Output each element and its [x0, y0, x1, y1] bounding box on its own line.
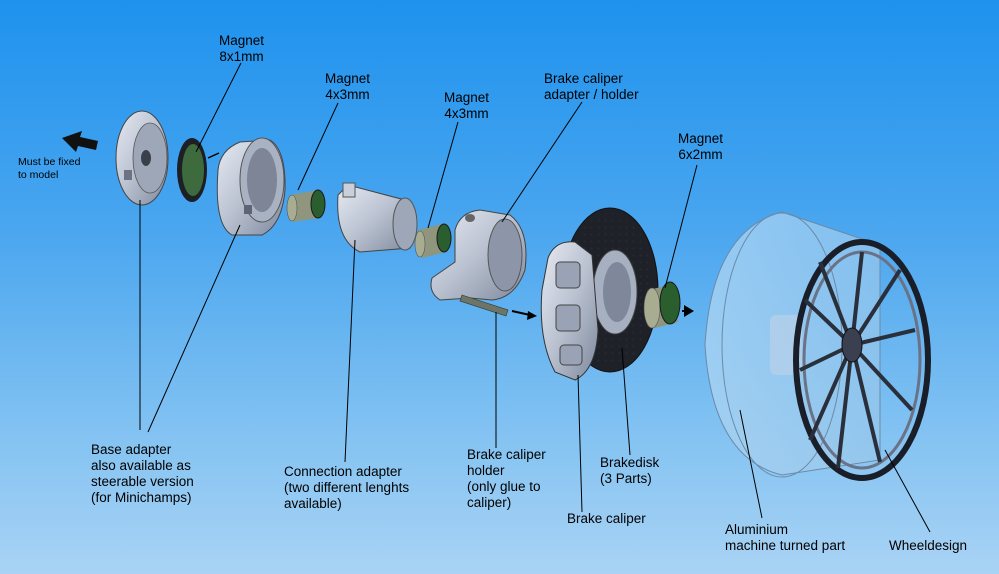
label-brakedisk: Brakedisk (3 Parts)	[600, 455, 660, 486]
leader-lines	[139, 62, 931, 533]
magnet-4x3-b-part	[414, 223, 452, 258]
label-magnet-6x2: Magnet 6x2mm	[678, 131, 724, 162]
label-brake-caliper: Brake caliper	[567, 511, 646, 526]
label-caliper-adapter: Brake caliper adapter / holder	[544, 71, 639, 102]
label-wheeldesign: Wheeldesign	[889, 538, 968, 553]
label-magnet-4x3-b: Magnet 4x3mm	[444, 90, 490, 121]
magnet-8x1-part	[177, 138, 207, 202]
wheel-design-part	[793, 239, 931, 481]
aluminium-rim-part	[704, 211, 881, 478]
label-aluminium-part: Aluminium machine turned part	[725, 522, 846, 553]
magnet-6x2-part	[643, 281, 681, 329]
label-caliper-holder: Brake caliper holder (only glue to calip…	[467, 447, 546, 510]
cup-adapter-part	[216, 137, 286, 236]
label-must-be-fixed: Must be fixed to model	[18, 156, 81, 181]
pin-arrow	[511, 310, 531, 316]
connection-adapter-part	[337, 182, 418, 253]
arrow-right-icon	[684, 305, 694, 317]
base-adapter-part	[115, 110, 169, 206]
label-magnet-4x3-a: Magnet 4x3mm	[325, 71, 371, 102]
label-magnet-8x1: Magnet 8x1mm	[219, 33, 265, 64]
magnet-4x3-a-part	[286, 189, 326, 222]
caliper-adapter-part	[430, 209, 527, 301]
caliper-holder-pin	[459, 294, 509, 317]
insert-arrow	[207, 152, 220, 159]
brake-caliper-part	[540, 241, 599, 381]
label-base-adapter: Base adapter also available as steerable…	[91, 442, 194, 505]
label-connection-adapter: Connection adapter (two different lenght…	[284, 464, 410, 511]
arrow-left-icon	[62, 131, 98, 152]
